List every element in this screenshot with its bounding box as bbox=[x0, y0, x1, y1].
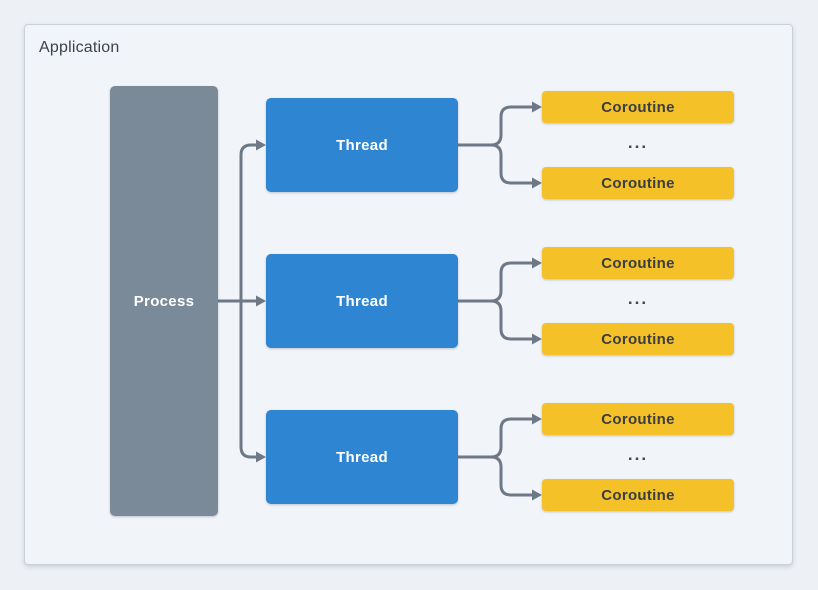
arrowhead-icon bbox=[256, 295, 266, 307]
thread-box-2: Thread bbox=[266, 254, 458, 348]
application-label: Application bbox=[39, 39, 120, 56]
application-panel: Application bbox=[24, 24, 793, 565]
arrowhead-icon bbox=[256, 451, 266, 463]
coroutine-box: Coroutine bbox=[542, 91, 734, 123]
coroutine-box: Coroutine bbox=[542, 403, 734, 435]
coroutine-box: Coroutine bbox=[542, 167, 734, 199]
coroutine-box: Coroutine bbox=[542, 479, 734, 511]
arrowhead-icon bbox=[532, 413, 542, 425]
coroutine-box: Coroutine bbox=[542, 247, 734, 279]
arrowhead-icon bbox=[256, 139, 266, 151]
arrowhead-icon bbox=[532, 257, 542, 269]
thread-label: Thread bbox=[336, 136, 388, 154]
coroutine-label: Coroutine bbox=[601, 98, 675, 116]
ellipsis-label: ... bbox=[627, 445, 649, 464]
connector-layer bbox=[216, 101, 542, 501]
arrowhead-icon bbox=[532, 333, 542, 345]
ellipsis-label: ... bbox=[627, 133, 649, 152]
thread-box-1: Thread bbox=[266, 98, 458, 192]
ellipsis-label: ... bbox=[627, 289, 649, 308]
coroutine-label: Coroutine bbox=[601, 486, 675, 504]
coroutine-label: Coroutine bbox=[601, 330, 675, 348]
coroutine-box: Coroutine bbox=[542, 323, 734, 355]
thread-label: Thread bbox=[336, 448, 388, 466]
arrowheads bbox=[256, 101, 542, 501]
thread-label: Thread bbox=[336, 292, 388, 310]
arrowhead-icon bbox=[532, 101, 542, 113]
process-threads-spine bbox=[239, 143, 260, 459]
thread-box-3: Thread bbox=[266, 410, 458, 504]
connector-lines bbox=[216, 105, 536, 497]
process-label: Process bbox=[133, 292, 195, 310]
arrowhead-icon bbox=[532, 489, 542, 501]
arrowhead-icon bbox=[532, 177, 542, 189]
thread2-fork bbox=[456, 261, 536, 341]
coroutine-label: Coroutine bbox=[601, 174, 675, 192]
coroutine-label: Coroutine bbox=[601, 254, 675, 272]
thread1-fork bbox=[456, 105, 536, 185]
thread3-fork bbox=[456, 417, 536, 497]
coroutine-label: Coroutine bbox=[601, 410, 675, 428]
process-box: Process bbox=[110, 86, 218, 516]
